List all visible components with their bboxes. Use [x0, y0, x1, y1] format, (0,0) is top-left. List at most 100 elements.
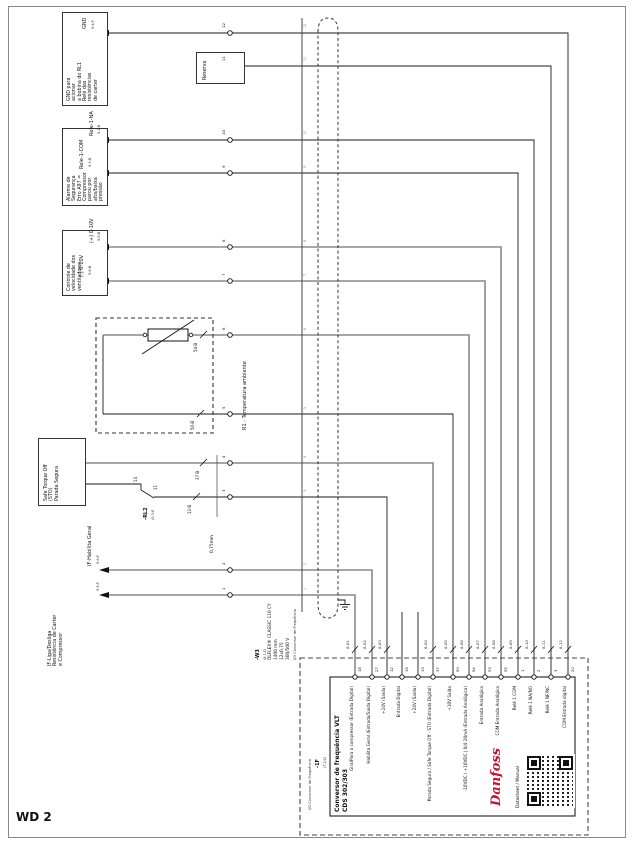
cable-tag: -W3 — [255, 649, 261, 660]
wire-liga — [106, 594, 356, 675]
core-label: 8-09 — [508, 640, 513, 649]
sheet-name: WD 2 — [16, 810, 52, 824]
wire-ticks — [192, 330, 572, 654]
signal-fan-plus-ref: 9.6:B — [97, 231, 101, 241]
wire-rele-na — [106, 139, 535, 675]
r1-sensor-enclosure — [95, 317, 214, 434]
signal-rele-com: Rele-1-COM — [79, 139, 85, 169]
ground-symbol — [338, 599, 350, 610]
bus-terminal-number: 12 — [221, 23, 226, 28]
conductor-number: 6 — [303, 327, 307, 330]
danfoss-logo: Danfoss — [489, 747, 504, 806]
signal-liga-ref: 9.5:F — [96, 582, 100, 591]
vlt-terminal-desc: +24V (Saída) — [412, 686, 417, 714]
vlt-device-tag-ref: /7.2:D — [323, 757, 327, 768]
core-label: 8-03 — [377, 640, 382, 649]
rl2-pin-out: 11 — [153, 484, 158, 490]
sto-wire-bottom-label: 12-B — [187, 504, 192, 514]
signal-gnd: GND — [82, 17, 88, 29]
core-label: 8-05 — [443, 640, 448, 649]
bus-terminal-number: 9 — [221, 165, 226, 168]
alarm-function-label: Alarme de Segurança Erro A97 = Compresso… — [67, 172, 105, 201]
signal-habilita: IF-Habilita Geral — [87, 525, 93, 566]
r1-wire-bottom-label: 50-B — [190, 420, 195, 430]
vlt-terminal-desc: Parada Segura / Safe Torque Off - STO (E… — [427, 686, 432, 802]
core-label: 8-04 — [423, 640, 428, 649]
vlt-device-tag: -1F — [315, 759, 321, 768]
conductor-number: 8 — [303, 239, 307, 242]
signal-fan-minus: (-) 0-10V — [79, 254, 85, 277]
cable-shield-oval — [317, 17, 339, 619]
alarm-function-box: Alarme de Segurança Erro A97 = Compresso… — [62, 128, 108, 206]
wire-rele-com — [106, 172, 519, 675]
core-label: 8-06 — [459, 640, 464, 649]
vlt-panel-dashed-box — [299, 657, 589, 836]
vlt-terminal-number: 19 — [404, 667, 409, 672]
vlt-title: Conversor de frequência VLT CDS 302/303 — [334, 715, 349, 812]
bus-terminal-number: 11 — [221, 56, 226, 61]
conductor-number: 2 — [303, 562, 307, 565]
signal-habilita-ref: 9.6:F — [96, 555, 100, 564]
core-label: 8-08 — [491, 640, 496, 649]
terminal-strip-circles — [204, 30, 233, 598]
conductor-number: 5 — [303, 406, 307, 409]
vlt-terminal-number: 2 — [536, 669, 541, 672]
wire-r1-top — [103, 334, 470, 675]
qr-code — [525, 754, 575, 808]
core-label: 8-10 — [524, 640, 529, 649]
core-label: 8-11 — [541, 640, 546, 649]
r1-wire-top-label: 54-B — [193, 342, 198, 352]
signal-rele-na: Rele-1-NA — [89, 111, 95, 136]
wire-r1-bottom — [103, 413, 454, 675]
signal-wires-gray — [83, 246, 502, 675]
rl2-relay-ref: /9.3:E — [151, 509, 155, 520]
bus-terminal-number: 4 — [221, 455, 226, 458]
vlt-terminal-number: 53 — [487, 667, 492, 672]
bus-terminal-number: 8 — [221, 239, 226, 242]
rl2-contact-blade — [140, 489, 155, 499]
bus-terminal-number: 10 — [221, 130, 226, 135]
fan-function-box: Controle de velocidade dos ventiladores — [62, 230, 108, 296]
cable-voltage: 300/500 V — [286, 637, 291, 660]
reserva-label: Reserva — [203, 60, 208, 80]
sto-function-box: Safe Torque Off (STO) Parada Segura — [38, 438, 86, 506]
vlt-terminal-number: 55 — [503, 667, 508, 672]
conductor-number: 4 — [303, 455, 307, 458]
wire-gnd — [106, 32, 569, 675]
vlt-terminal-desc: Gira/Para o compressor (Entrada Digital) — [349, 686, 354, 771]
gnd-function-label: GND para acionar a bobina do RL1 Relé da… — [67, 62, 99, 101]
sheet-border — [8, 6, 626, 838]
conductor-number: 12 — [303, 23, 307, 28]
cable-destination: I/O Conversor de Frequência — [293, 608, 297, 660]
vlt-terminal-number: 3 — [553, 669, 558, 672]
vlt-terminal-number: 18 — [357, 667, 362, 672]
vlt-terminal-desc: +24V (Saída) — [381, 686, 386, 714]
vlt-terminal-desc: -10VDC / +10VDC | 0/4-20mA (Entrada Anal… — [463, 686, 468, 792]
conductor-number: 1 — [303, 587, 307, 590]
vlt-io-label: I/O Conversor de Frequência — [308, 758, 312, 810]
vlt-terminal-number: 27 — [374, 667, 379, 672]
core-label: 8-12 — [558, 640, 563, 649]
datasheet-label: Datasheet / Manual — [516, 766, 521, 808]
wire-gauge-label: 0,75mm — [210, 535, 215, 553]
wire-fan-plus — [106, 246, 502, 675]
bus-terminal-number: 1 — [221, 587, 226, 590]
conductor-number: 3 — [303, 489, 307, 492]
core-label: 8-07 — [475, 640, 480, 649]
signal-arrows — [99, 30, 109, 598]
core-label: 8-02 — [362, 640, 367, 649]
gnd-function-box: GND para acionar a bobina do RL1 Relé da… — [62, 12, 108, 106]
sto-function-label: Safe Torque Off (STO) Parada Segura — [44, 464, 60, 501]
bus-terminal-number: 3 — [221, 489, 226, 492]
vlt-terminal-number: 37 — [435, 667, 440, 672]
conductor-number: 11 — [303, 56, 307, 61]
vlt-terminal-desc: +10V Saída — [447, 686, 452, 711]
rl2-pin-top: 14 — [133, 476, 138, 482]
conductor-number: 10 — [303, 130, 307, 135]
wire-habilita — [106, 569, 373, 675]
signal-rele-na-ref: 9.2:B — [97, 124, 101, 134]
bus-terminal-number: 6 — [221, 327, 226, 330]
signal-wires-black — [82, 32, 569, 675]
